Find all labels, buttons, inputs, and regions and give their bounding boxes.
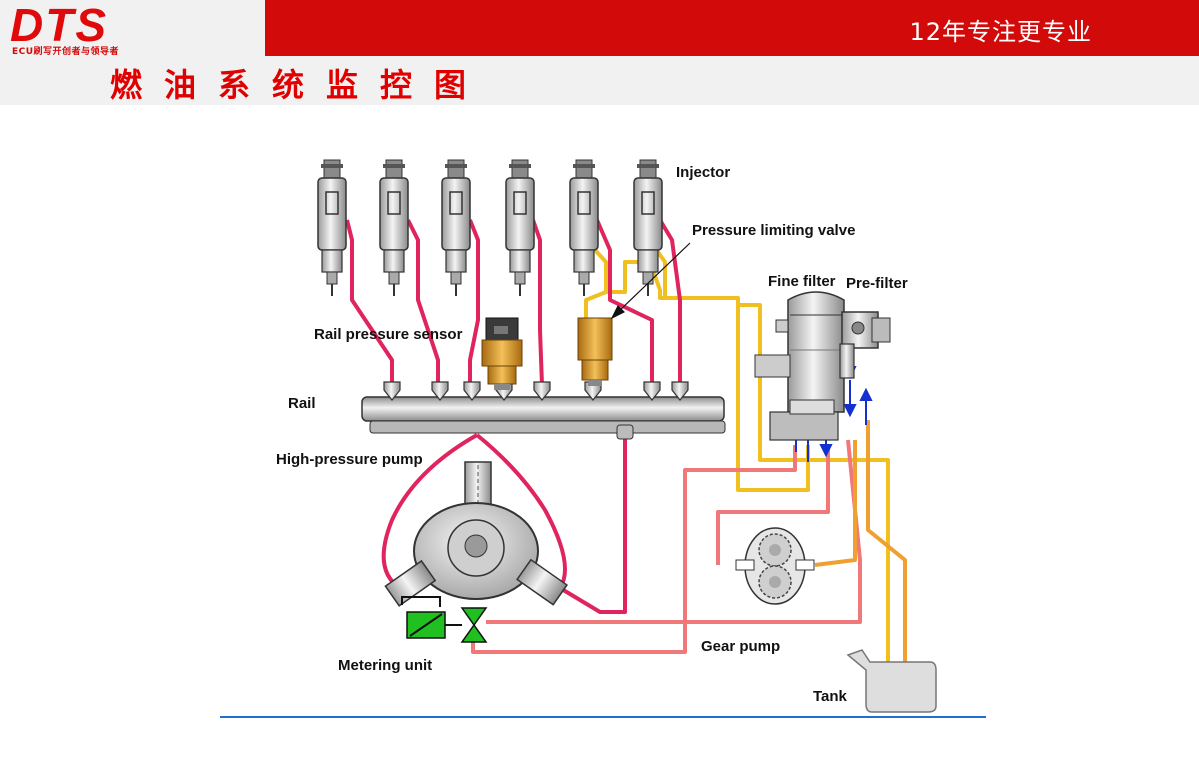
hp-line-pump-left xyxy=(381,433,478,590)
pre-filter xyxy=(839,311,891,379)
label-high-pressure-pump: High-pressure pump xyxy=(276,451,423,468)
label-rail: Rail xyxy=(288,395,316,412)
hp-line-injector6 xyxy=(658,218,682,385)
slogan: 12年专注更专业 xyxy=(909,18,1092,46)
lp-line-gear-out xyxy=(471,445,797,654)
high-pressure-pump xyxy=(384,461,568,607)
tank xyxy=(846,649,937,713)
header-red-bar xyxy=(265,0,1199,56)
page-title: 燃油系统监控图 xyxy=(110,66,489,104)
return-line-tank xyxy=(738,303,890,692)
injector-1 xyxy=(317,159,347,296)
injector-6 xyxy=(633,159,663,296)
injector-5 xyxy=(569,159,599,296)
label-tank: Tank xyxy=(813,688,847,705)
lp-line-gear-bypass xyxy=(716,445,830,565)
rail xyxy=(361,381,726,440)
high-pressure-lines xyxy=(345,218,682,614)
logo: DTS xyxy=(10,0,108,51)
pressure-limiting-valve xyxy=(577,317,613,386)
label-metering-unit: Metering unit xyxy=(338,657,433,674)
injector-2 xyxy=(379,159,409,296)
gear-pump xyxy=(735,527,815,605)
label-rail-pressure-sensor: Rail pressure sensor xyxy=(314,326,463,343)
metering-unit xyxy=(401,596,488,643)
suction-line-prefilter xyxy=(814,440,857,567)
label-pressure-limiting-valve: Pressure limiting valve xyxy=(692,222,856,239)
label-fine-filter: Fine filter xyxy=(768,273,836,290)
logo-subtitle: ECU刷写开创者与领导者 xyxy=(12,47,120,57)
pressure-limiting-valve-pointer xyxy=(610,242,691,320)
injector-4 xyxy=(505,159,535,296)
injectors xyxy=(317,159,663,296)
hp-line-injector1 xyxy=(345,219,394,385)
return-line-main xyxy=(606,260,810,492)
rail-pressure-sensor xyxy=(481,317,523,390)
hp-line-injector3 xyxy=(468,219,480,385)
label-gear-pump: Gear pump xyxy=(701,638,781,655)
label-pre-filter: Pre-filter xyxy=(846,275,908,292)
hp-line-injector5 xyxy=(595,219,654,385)
bottom-divider xyxy=(220,716,986,718)
label-injector: Injector xyxy=(676,164,731,181)
injector-3 xyxy=(441,159,471,296)
hp-line-rail-feed xyxy=(558,435,627,614)
suction-line-tank xyxy=(866,420,907,692)
fine-filter xyxy=(754,291,845,441)
hp-line-pump-right xyxy=(475,433,567,590)
hp-line-injector4 xyxy=(531,219,544,386)
hp-line-injector2 xyxy=(406,219,440,385)
suction-lines xyxy=(814,420,907,692)
